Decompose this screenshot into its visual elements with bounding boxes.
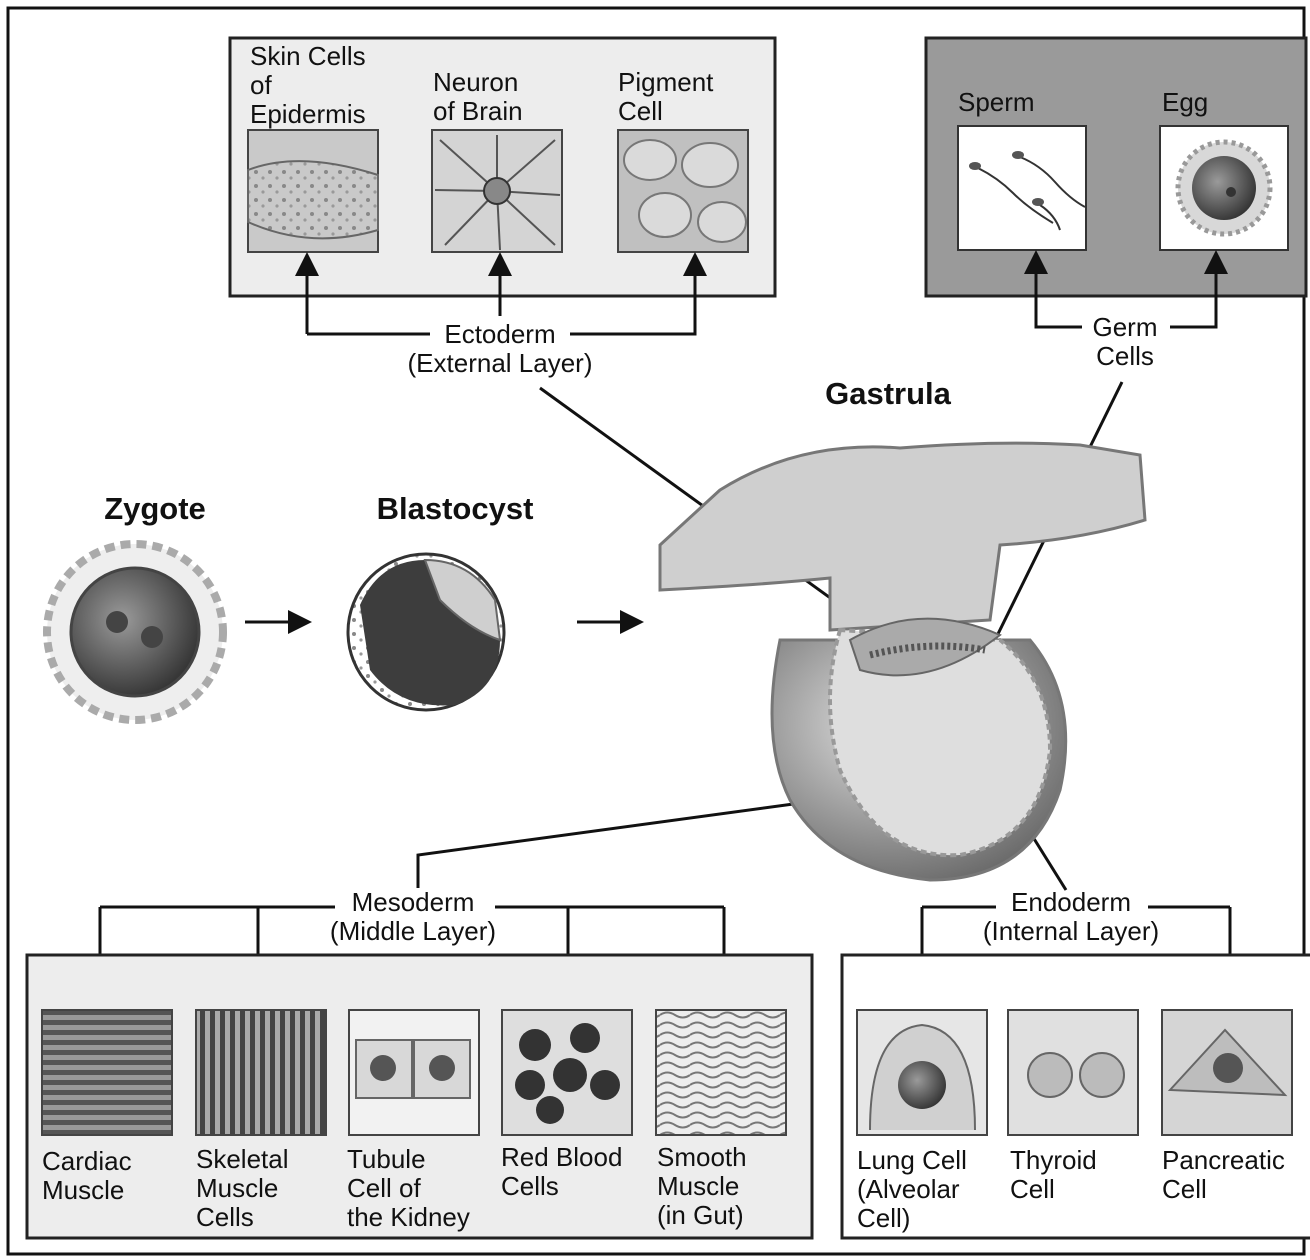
cardiac-muscle-image [41,1009,173,1136]
outer-frame [6,6,1306,1256]
sperm-image [957,125,1087,251]
gastrula-title: Gastrula [825,376,951,411]
blastocyst-image [346,552,506,712]
skeletal-muscle-image [195,1009,327,1136]
endoderm-label: Endoderm(Internal Layer) [982,887,1160,946]
smooth-muscle-image [655,1009,787,1136]
blastocyst-title: Blastocyst [376,491,534,526]
zygote-image [43,540,227,724]
gastrula-image [658,441,1147,882]
zygote-title: Zygote [104,491,206,526]
sperm-label: Sperm [958,87,1035,117]
egg-label: Egg [1162,87,1209,117]
mesoderm-label: Mesoderm(Middle Layer) [329,887,497,946]
ectoderm-label: Ectoderm(External Layer) [407,319,593,378]
